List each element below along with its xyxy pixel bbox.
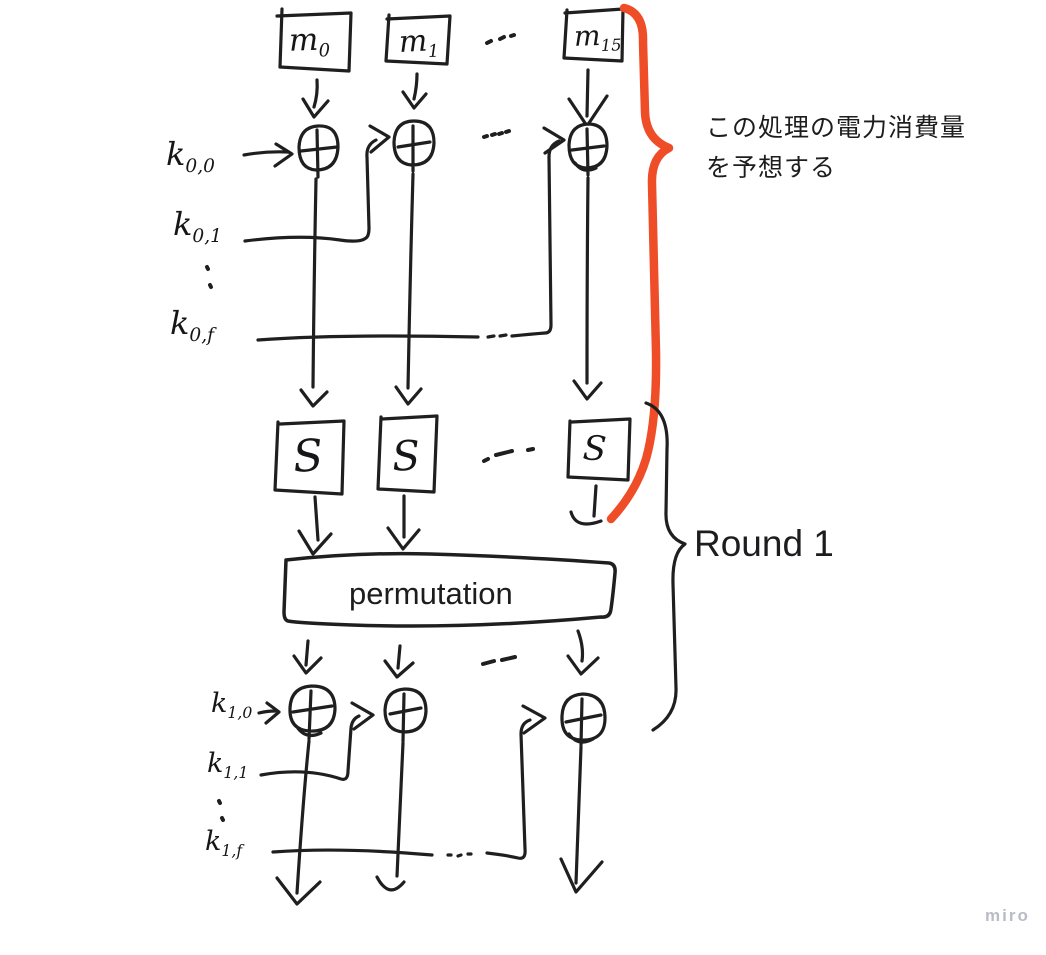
ellipsis-top bbox=[485, 33, 516, 45]
label-base: k bbox=[205, 826, 222, 857]
message-block-box-m1[interactable] bbox=[384, 13, 452, 66]
sbox-1[interactable] bbox=[273, 419, 346, 496]
message-block-box-m15[interactable] bbox=[562, 7, 625, 63]
message-block-box-m0[interactable] bbox=[275, 7, 353, 73]
dots-keys-round0 bbox=[205, 265, 213, 289]
label-base: m bbox=[573, 18, 602, 53]
arrow-m0-to-xor[interactable] bbox=[301, 78, 330, 119]
label-base: m bbox=[288, 21, 319, 59]
arrow-sbox2-to-permutation[interactable] bbox=[386, 494, 421, 551]
xor-node-r1-2[interactable] bbox=[383, 687, 428, 743]
sbox-label-3[interactable]: S bbox=[581, 428, 608, 470]
label-base: k bbox=[211, 688, 228, 719]
label-base: k bbox=[173, 205, 193, 243]
arrow-permutation-out-2[interactable] bbox=[383, 644, 415, 679]
permutation-label[interactable]: permutation bbox=[349, 576, 513, 611]
message-block-label-m15[interactable]: m15 bbox=[573, 18, 621, 56]
sbox-label-2[interactable]: S bbox=[390, 431, 422, 481]
label-base: m bbox=[398, 23, 429, 61]
key-label-k0-f[interactable]: k0,f bbox=[170, 304, 214, 346]
connector-k01-to-xor[interactable] bbox=[243, 124, 391, 243]
label-sub: 0,0 bbox=[185, 156, 215, 178]
key-label-k1-f[interactable]: k1,f bbox=[205, 826, 242, 860]
arrow-output-3[interactable] bbox=[559, 745, 604, 894]
label-sub: 1,1 bbox=[223, 762, 249, 782]
label-sub: 1,f bbox=[221, 840, 243, 860]
hook-sbox3-output[interactable] bbox=[569, 484, 603, 526]
annotation-line1: この処理の電力消費量 bbox=[706, 114, 967, 142]
label-sub: 1 bbox=[427, 41, 440, 63]
sbox-3[interactable] bbox=[566, 417, 632, 482]
arrow-permutation-out-1[interactable] bbox=[292, 639, 323, 675]
arrow-xor1-to-sbox1[interactable] bbox=[299, 177, 329, 408]
sbox-2[interactable] bbox=[376, 414, 439, 494]
arrow-m15-to-xor[interactable] bbox=[567, 68, 609, 125]
round1-label[interactable]: Round 1 bbox=[694, 523, 834, 564]
key-label-k1-0[interactable]: k1,0 bbox=[211, 688, 252, 722]
connector-k0f-to-xor[interactable] bbox=[256, 126, 566, 342]
highlight-brace[interactable] bbox=[606, 3, 674, 524]
label-sub: 1,0 bbox=[227, 702, 253, 722]
xor-node-r0-1[interactable] bbox=[297, 124, 340, 179]
ellipsis-permutation-out bbox=[481, 655, 517, 666]
arrow-xor2-to-sbox2[interactable] bbox=[394, 172, 423, 406]
arrow-permutation-out-3[interactable] bbox=[566, 629, 600, 676]
miro-watermark: miro bbox=[985, 906, 1030, 925]
arrow-k00-to-xor[interactable] bbox=[242, 142, 294, 168]
arrow-output-2[interactable] bbox=[375, 741, 406, 892]
arrow-m1-to-xor[interactable] bbox=[401, 72, 428, 110]
connector-k1f-to-xor[interactable] bbox=[271, 704, 547, 860]
ellipsis-xor-row0 bbox=[482, 129, 511, 139]
xor-node-r0-2[interactable] bbox=[392, 119, 436, 173]
sbox-label-1[interactable]: S bbox=[291, 430, 325, 483]
label-base: k bbox=[207, 748, 224, 779]
label-sub: 0,1 bbox=[192, 226, 222, 248]
message-block-label-m1[interactable]: m1 bbox=[398, 23, 439, 64]
xor-node-r1-3[interactable] bbox=[560, 692, 607, 747]
message-block-label-m0[interactable]: m0 bbox=[288, 21, 330, 62]
dots-keys-round1 bbox=[217, 799, 225, 822]
arrow-output-1[interactable] bbox=[275, 739, 322, 906]
arrow-xor3-to-sbox3[interactable] bbox=[572, 176, 603, 401]
key-label-k0-1[interactable]: k0,1 bbox=[173, 205, 222, 247]
ellipsis-sbox-row bbox=[482, 447, 535, 463]
connector-k11-to-xor[interactable] bbox=[259, 701, 375, 781]
xor-node-r0-3[interactable] bbox=[567, 122, 609, 177]
power-annotation-text[interactable]: この処理の電力消費量 を予想する bbox=[706, 108, 966, 188]
label-base: k bbox=[170, 304, 190, 342]
round1-brace[interactable] bbox=[644, 401, 687, 732]
label-base: k bbox=[166, 135, 186, 173]
annotation-line2: を予想する bbox=[706, 154, 837, 182]
xor-node-r1-1[interactable] bbox=[288, 684, 337, 741]
label-sub: 0,f bbox=[189, 325, 214, 347]
arrow-sbox1-to-permutation[interactable] bbox=[297, 495, 333, 556]
key-label-k1-1[interactable]: k1,1 bbox=[207, 748, 248, 782]
label-sub: 15 bbox=[600, 35, 622, 56]
arrow-k10-to-xor[interactable] bbox=[257, 701, 281, 725]
key-label-k0-0[interactable]: k0,0 bbox=[166, 135, 215, 177]
label-sub: 0 bbox=[318, 40, 331, 62]
permutation-box[interactable] bbox=[282, 551, 617, 628]
